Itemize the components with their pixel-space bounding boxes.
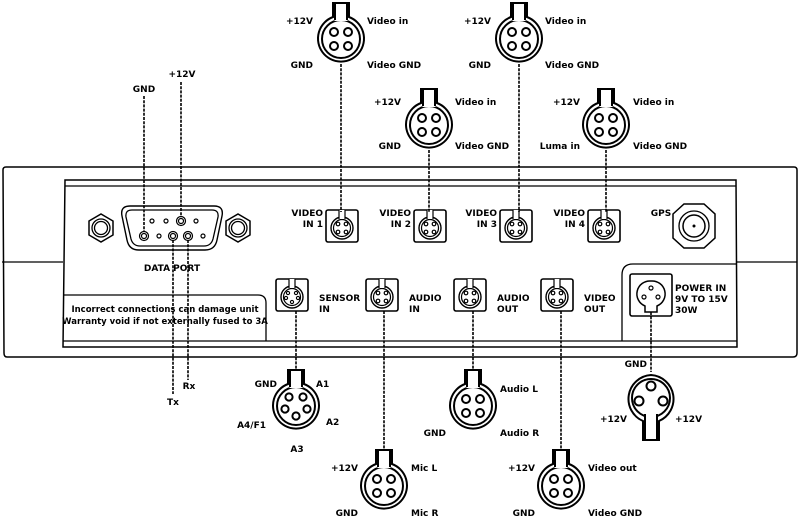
video-out-label-a: VIDEO bbox=[584, 294, 616, 304]
audio-out-socket bbox=[453, 278, 487, 312]
enclosure bbox=[2, 166, 798, 358]
audio-in-label-a: AUDIO bbox=[409, 294, 442, 304]
video-in-3-pinout bbox=[495, 2, 543, 63]
video-in-1-socket bbox=[325, 209, 359, 243]
audio-in-pinout bbox=[360, 449, 408, 510]
video-in-2-label-b: IN 2 bbox=[391, 220, 411, 230]
power-in-socket bbox=[629, 273, 673, 317]
warning-line-2: Warranty void if not externally fused to… bbox=[62, 317, 268, 327]
pin-label: +12V bbox=[675, 415, 702, 425]
pin-label: Audio R bbox=[500, 429, 539, 439]
pin-label: A2 bbox=[326, 418, 339, 428]
power-in-pinout bbox=[627, 373, 675, 441]
video-in-4-socket bbox=[587, 209, 621, 243]
video-in-2-socket bbox=[413, 209, 447, 243]
pin-label: GND bbox=[469, 61, 491, 71]
audio-in-socket bbox=[365, 278, 399, 312]
pin-label: +12V bbox=[331, 464, 358, 474]
pin-label: A1 bbox=[316, 380, 329, 390]
pin-label: Video in bbox=[367, 17, 408, 27]
video-in-2-pinout bbox=[405, 88, 453, 149]
pin-label: GND bbox=[625, 360, 647, 370]
power-in-label-c: 30W bbox=[675, 306, 698, 316]
power-in-label-b: 9V TO 15V bbox=[675, 295, 728, 305]
audio-out-label-b: OUT bbox=[497, 305, 519, 315]
pin-label: Video GND bbox=[588, 509, 642, 519]
pin-label: Audio L bbox=[500, 385, 538, 395]
video-in-4-pinout bbox=[582, 88, 630, 149]
pin-label: Video GND bbox=[545, 61, 599, 71]
rear-panel bbox=[62, 179, 738, 348]
sensor-in-socket bbox=[275, 278, 309, 312]
video-in-2-label-a: VIDEO bbox=[379, 209, 411, 219]
pin-label: +12V bbox=[464, 17, 491, 27]
pin-label: Luma in bbox=[540, 142, 580, 152]
data-tx-label: Tx bbox=[167, 398, 179, 408]
pin-label: Mic L bbox=[411, 464, 438, 474]
video-in-3-socket bbox=[499, 209, 533, 243]
power-in-label-a: POWER IN bbox=[675, 284, 726, 294]
pin-label: +12V bbox=[286, 17, 313, 27]
video-in-1-pinout bbox=[317, 2, 365, 63]
standoff-nut-right bbox=[225, 213, 251, 243]
warning-line-1: Incorrect connections can damage unit bbox=[71, 305, 258, 315]
sensor-in-pinout bbox=[272, 369, 320, 430]
pin-label: +12V bbox=[600, 415, 627, 425]
pin-label: GND bbox=[424, 429, 446, 439]
pin-label: Video GND bbox=[633, 142, 687, 152]
pin-label: +12V bbox=[553, 98, 580, 108]
data-port-label: DATA PORT bbox=[144, 264, 201, 274]
video-in-1-label-b: IN 1 bbox=[303, 220, 323, 230]
pin-label: Video out bbox=[588, 464, 637, 474]
sensor-in-label-b: IN bbox=[319, 305, 330, 315]
pin-label: A4/F1 bbox=[237, 421, 266, 431]
pin-label: Mic R bbox=[411, 509, 439, 519]
pin-label: A3 bbox=[290, 445, 303, 455]
standoff-nut-left bbox=[88, 213, 114, 243]
audio-in-label-b: IN bbox=[409, 305, 420, 315]
pin-label: Video in bbox=[455, 98, 496, 108]
data-12v-label: +12V bbox=[168, 70, 195, 80]
pin-label: GND bbox=[336, 509, 358, 519]
pin-label: GND bbox=[291, 61, 313, 71]
pin-label: GND bbox=[513, 509, 535, 519]
video-in-3-label-b: IN 3 bbox=[477, 220, 497, 230]
video-in-3-label-a: VIDEO bbox=[465, 209, 497, 219]
audio-out-label-a: AUDIO bbox=[497, 294, 530, 304]
data-gnd-label: GND bbox=[133, 85, 155, 95]
pin-label: +12V bbox=[374, 98, 401, 108]
pin-label: GND bbox=[255, 380, 277, 390]
data-port-connector bbox=[88, 205, 251, 251]
video-out-pinout bbox=[537, 449, 585, 510]
gps-label: GPS bbox=[651, 209, 671, 219]
pin-label: Video in bbox=[545, 17, 586, 27]
pin-label: Video GND bbox=[455, 142, 509, 152]
video-in-4-label-b: IN 4 bbox=[565, 220, 585, 230]
video-out-label-b: OUT bbox=[584, 305, 606, 315]
gps-connector bbox=[672, 203, 716, 249]
pin-label: Video GND bbox=[367, 61, 421, 71]
video-in-1-label-a: VIDEO bbox=[291, 209, 323, 219]
audio-out-pinout bbox=[449, 369, 497, 430]
sensor-in-label-a: SENSOR bbox=[319, 294, 360, 304]
video-in-4-label-a: VIDEO bbox=[553, 209, 585, 219]
video-out-socket bbox=[540, 278, 574, 312]
pin-label: +12V bbox=[508, 464, 535, 474]
data-rx-label: Rx bbox=[183, 382, 196, 392]
pin-label: GND bbox=[379, 142, 401, 152]
pin-label: Video in bbox=[633, 98, 674, 108]
